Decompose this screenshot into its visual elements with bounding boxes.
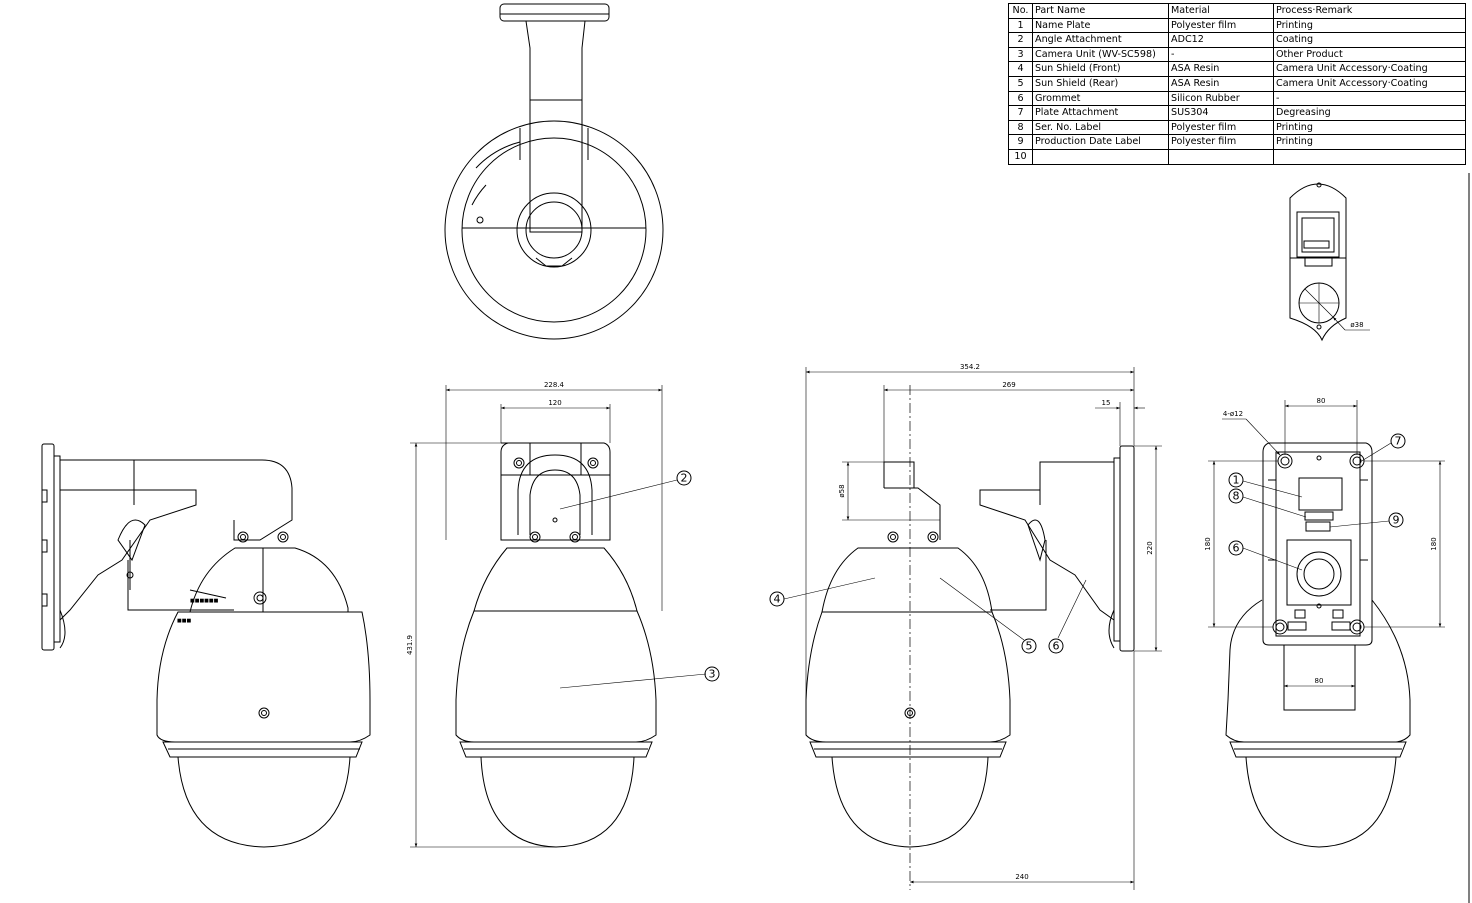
table-header-row: No. Part Name Material Process·Remark	[1008, 3, 1466, 19]
front-view	[455, 442, 657, 848]
dimension-lines	[410, 367, 1445, 890]
header-part-name: Part Name	[1032, 3, 1169, 19]
callout-7: 7	[1395, 435, 1402, 448]
callout-1: 1	[1233, 474, 1240, 487]
dim-side-bracket-height: ø58	[838, 484, 846, 497]
cell-part-name: Ser. No. Label	[1032, 119, 1169, 136]
svg-text:■■■: ■■■	[177, 618, 191, 624]
cell-part-name: Angle Attachment	[1032, 32, 1169, 48]
dim-front-top-width: 120	[548, 399, 561, 407]
cell-process: Other Product	[1273, 46, 1466, 63]
dim-rear-left-height: 180	[1204, 537, 1212, 550]
cell-part-name: Sun Shield (Rear)	[1032, 75, 1169, 92]
cell-process: Coating	[1273, 32, 1466, 48]
cell-material: Silicon Rubber	[1168, 90, 1274, 107]
cell-no: 4	[1008, 61, 1033, 77]
cell-no: 8	[1008, 119, 1033, 136]
cell-process: Degreasing	[1273, 105, 1466, 121]
cell-part-name: Name Plate	[1032, 17, 1169, 34]
dim-rear-right-height: 180	[1430, 537, 1438, 550]
cell-process: -	[1273, 90, 1466, 107]
cell-process: Printing	[1273, 17, 1466, 34]
callouts: 2 3 4 5 6 1 8 6 7 9	[559, 433, 1406, 689]
header-process: Process·Remark	[1273, 3, 1466, 19]
svg-text:■■■■■■: ■■■■■■	[190, 598, 219, 604]
dim-side-plate-thickness: 15	[1102, 399, 1111, 407]
cell-material: ASA Resin	[1168, 61, 1274, 77]
dim-rear-bottom-pitch: 80	[1315, 677, 1324, 685]
cell-no: 10	[1008, 148, 1033, 165]
cell-process: Printing	[1273, 134, 1466, 150]
plate-detail-view: ø38	[1289, 182, 1370, 342]
cell-no: 1	[1008, 17, 1033, 34]
cell-part-name: Grommet	[1032, 90, 1169, 107]
callout-5: 5	[1026, 640, 1033, 653]
callout-4: 4	[774, 593, 781, 606]
cell-part-name: Production Date Label	[1032, 134, 1169, 150]
cell-process: Camera Unit Accessory·Coating	[1273, 61, 1466, 77]
cell-process: Printing	[1273, 119, 1466, 136]
dim-side-total-depth: 354.2	[960, 363, 980, 371]
header-material: Material	[1168, 3, 1274, 19]
dimension-values: 228.4 120 431.9 354.2 269 15 ø58 220 240…	[406, 363, 1438, 881]
cell-part-name	[1032, 148, 1169, 165]
cell-no: 2	[1008, 32, 1033, 48]
cell-part-name: Sun Shield (Front)	[1032, 61, 1169, 77]
dim-rear-holes: 4-ø12	[1223, 410, 1243, 418]
cell-material: Polyester film	[1168, 134, 1274, 150]
rear-view	[1225, 442, 1411, 848]
cell-material: ASA Resin	[1168, 75, 1274, 92]
callout-8: 8	[1233, 490, 1240, 503]
callout-6-rear: 6	[1233, 542, 1240, 555]
dim-rear-top-pitch: 80	[1317, 397, 1326, 405]
cell-no: 3	[1008, 46, 1033, 63]
cell-no: 6	[1008, 90, 1033, 107]
header-no: No.	[1008, 3, 1033, 19]
cell-part-name: Plate Attachment	[1032, 105, 1169, 121]
callout-2: 2	[681, 472, 688, 485]
cell-material: Polyester film	[1168, 17, 1274, 34]
cell-material: SUS304	[1168, 105, 1274, 121]
cell-no: 9	[1008, 134, 1033, 150]
cell-process: Camera Unit Accessory·Coating	[1273, 75, 1466, 92]
side-view-right	[805, 385, 1135, 890]
dim-side-bottom: 240	[1015, 873, 1028, 881]
dim-side-plate-height: 220	[1146, 541, 1154, 554]
cell-no: 5	[1008, 75, 1033, 92]
callout-9: 9	[1393, 514, 1400, 527]
dim-front-width: 228.4	[544, 381, 565, 389]
dim-plate-hole: ø38	[1350, 321, 1363, 329]
dim-side-depth: 269	[1002, 381, 1015, 389]
table-row: 10	[1008, 148, 1466, 165]
cell-material: -	[1168, 46, 1274, 63]
callout-6-side: 6	[1053, 640, 1060, 653]
cell-process	[1273, 148, 1466, 165]
cell-material	[1168, 148, 1274, 165]
cell-no: 7	[1008, 105, 1033, 121]
callout-3: 3	[709, 668, 716, 681]
top-view	[444, 3, 664, 340]
side-view-left: ■■■■■■ ■■■	[41, 443, 371, 848]
cell-material: ADC12	[1168, 32, 1274, 48]
dim-front-height: 431.9	[406, 635, 414, 655]
cell-material: Polyester film	[1168, 119, 1274, 136]
cell-part-name: Camera Unit (WV-SC598)	[1032, 46, 1169, 63]
